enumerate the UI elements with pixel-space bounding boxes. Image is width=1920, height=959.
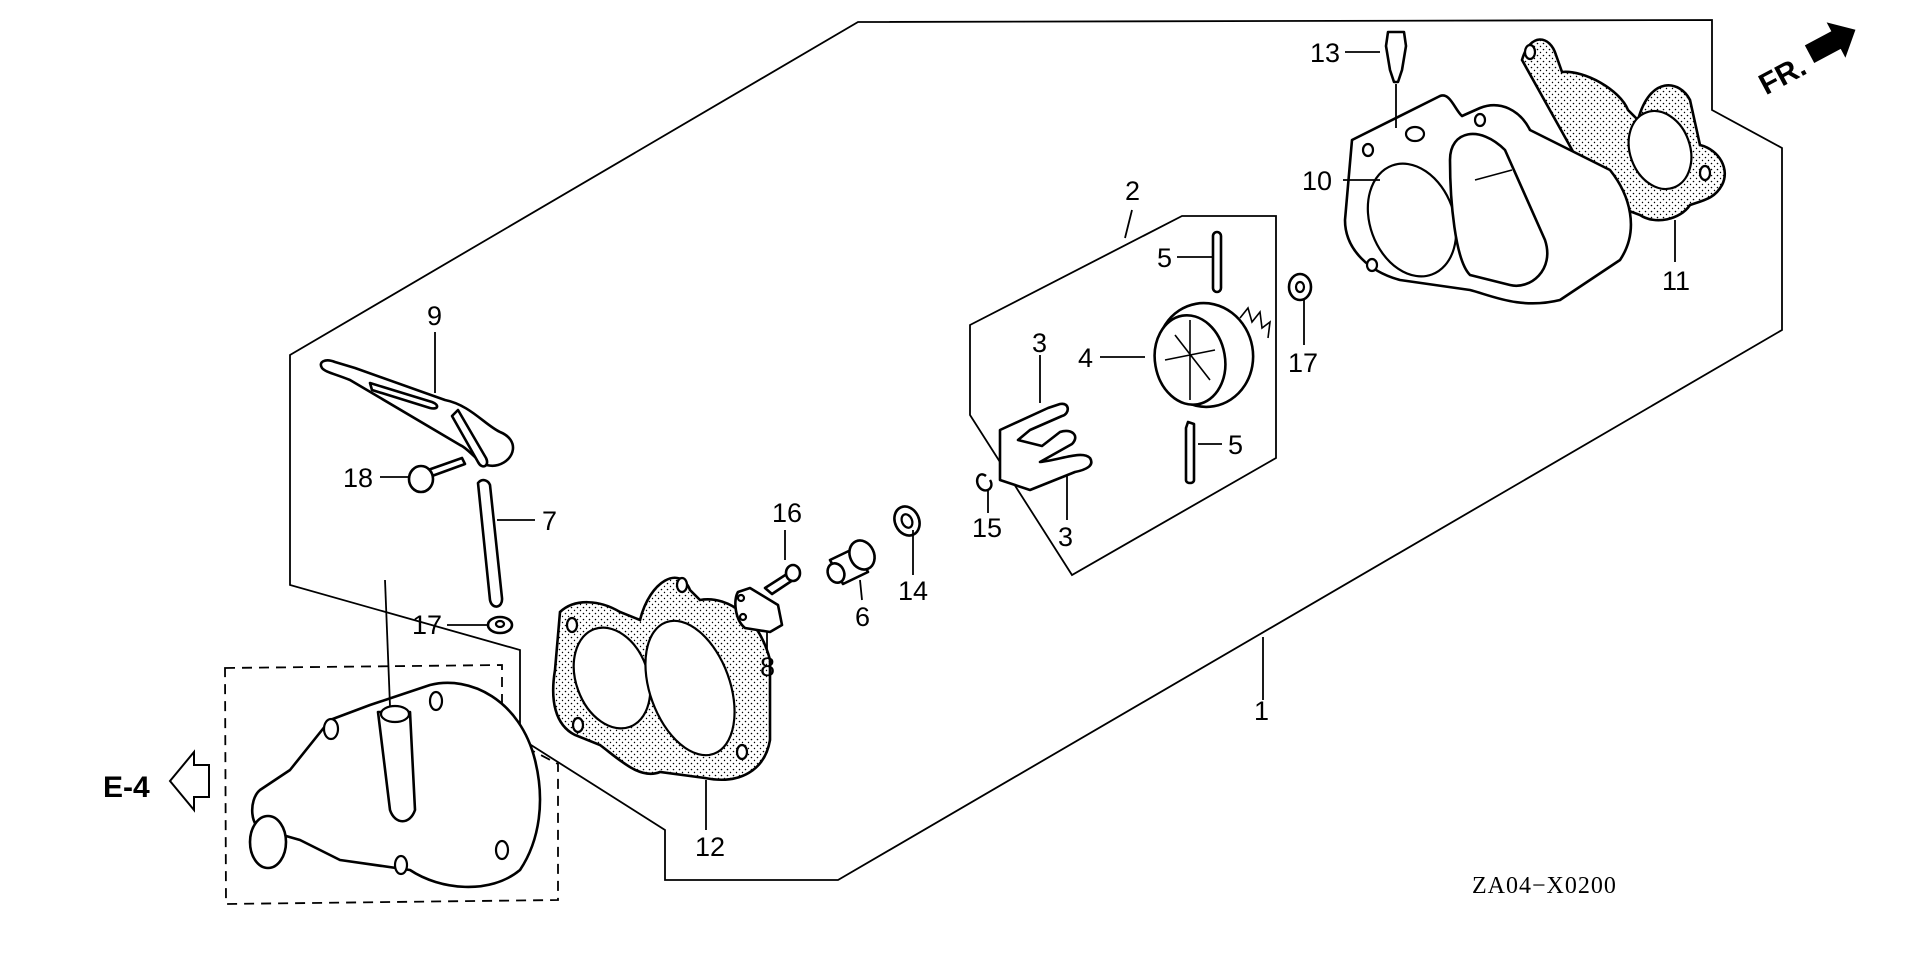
bracket-3-drawing bbox=[998, 402, 1093, 492]
screw-13-drawing bbox=[1384, 30, 1408, 128]
callout-3-upper[interactable]: 3 bbox=[1032, 328, 1047, 358]
arrow-left-icon bbox=[168, 749, 210, 813]
cross-reference-e4[interactable]: E-4 bbox=[103, 749, 210, 813]
callout-5-upper[interactable]: 5 bbox=[1157, 243, 1172, 273]
cross-reference-label: E-4 bbox=[103, 771, 150, 804]
assembly-group-outline bbox=[289, 19, 1783, 881]
pin-5-lower-drawing bbox=[1184, 420, 1196, 485]
plate-8-drawing bbox=[734, 563, 802, 634]
arm-9-drawing bbox=[319, 359, 515, 468]
callout-8[interactable]: 8 bbox=[760, 652, 775, 682]
callout-9[interactable]: 9 bbox=[427, 301, 442, 331]
subassembly-group-outline bbox=[969, 215, 1277, 577]
impeller-4-drawing bbox=[1153, 301, 1272, 409]
pin-5-upper-drawing bbox=[1211, 230, 1223, 294]
circlip-15-drawing bbox=[975, 473, 993, 492]
callout-labels: 1 2 3 3 4 5 5 6 7 8 9 10 11 12 13 14 15 … bbox=[343, 38, 1690, 862]
callout-1[interactable]: 1 bbox=[1254, 696, 1269, 726]
diagram-reference-code: ZA04−X0200 bbox=[1472, 873, 1617, 899]
arrow-right-icon bbox=[1804, 22, 1856, 63]
leader-lines bbox=[380, 51, 1676, 830]
callout-7[interactable]: 7 bbox=[542, 506, 557, 536]
collar-6-drawing bbox=[826, 539, 876, 586]
callout-18[interactable]: 18 bbox=[343, 463, 373, 493]
callout-14[interactable]: 14 bbox=[898, 576, 928, 606]
housing-10-drawing bbox=[1343, 94, 1633, 305]
front-direction-indicator: FR. bbox=[1754, 22, 1856, 102]
callout-10[interactable]: 10 bbox=[1302, 166, 1332, 196]
callout-16[interactable]: 16 bbox=[772, 498, 802, 528]
callout-6[interactable]: 6 bbox=[855, 602, 870, 632]
pump-housing-drawing bbox=[248, 579, 542, 889]
callout-11[interactable]: 11 bbox=[1662, 266, 1690, 296]
callout-13[interactable]: 13 bbox=[1310, 38, 1340, 68]
callout-2[interactable]: 2 bbox=[1125, 176, 1140, 206]
callout-15[interactable]: 15 bbox=[972, 513, 1002, 543]
callout-5-lower[interactable]: 5 bbox=[1228, 430, 1243, 460]
callout-17-right[interactable]: 17 bbox=[1288, 348, 1318, 378]
seal-14-drawing bbox=[893, 505, 921, 537]
rod-7-drawing bbox=[476, 478, 504, 608]
callout-4[interactable]: 4 bbox=[1078, 343, 1093, 373]
bolt-18-drawing bbox=[407, 456, 467, 494]
callout-3-lower[interactable]: 3 bbox=[1058, 522, 1073, 552]
gasket-12-drawing bbox=[551, 576, 772, 781]
reference-box-dashed bbox=[224, 664, 559, 905]
callout-17-left[interactable]: 17 bbox=[412, 610, 442, 640]
front-direction-label: FR. bbox=[1754, 50, 1812, 102]
callout-12[interactable]: 12 bbox=[695, 832, 725, 862]
washer-17-left-drawing bbox=[486, 615, 514, 635]
washer-17-right-drawing bbox=[1287, 272, 1313, 302]
